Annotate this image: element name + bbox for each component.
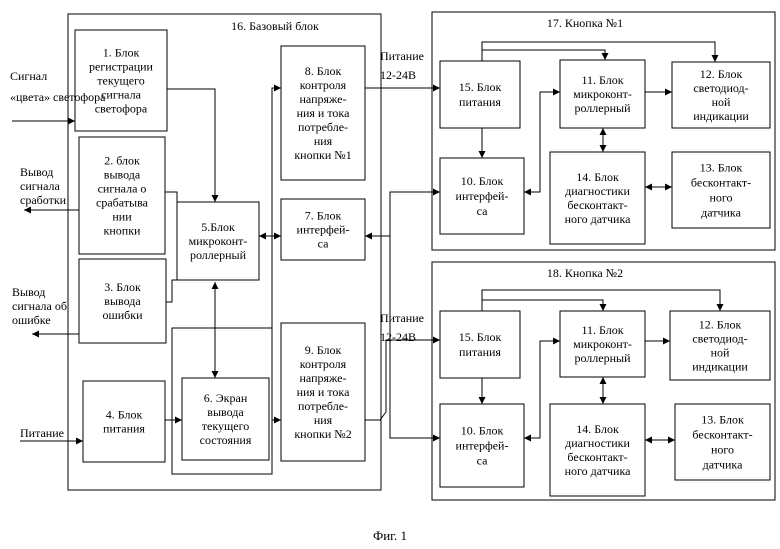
figure-caption: Фиг. 1	[373, 528, 407, 543]
k1-power-to-mcu-arrow	[482, 50, 605, 60]
k2-power-to-mcu-arrow	[482, 300, 603, 311]
block-k2-14-label: 14. Блокдиагностикибесконтакт-ного датчи…	[565, 422, 632, 478]
b1-to-b5-arrow	[167, 89, 215, 202]
signal-input-label: Сигнал«цвета» светофора	[10, 69, 106, 104]
b3-b5-link	[166, 280, 177, 302]
block-b6-label: 6. Экранвыводатекущегосостояния	[200, 391, 252, 447]
trigger-output-label: Выводсигналасработки	[20, 165, 67, 207]
error-output-label: Выводсигнала обошибке	[12, 285, 67, 327]
block-k1-15-label: 15. Блокпитания	[459, 80, 502, 109]
block-k1-12-label: 12. Блоксветодиод-нойиндикации	[693, 67, 749, 123]
block-k1-10-label: 10. Блокинтерфей-са	[456, 174, 509, 218]
k1-interface-mcu-arrow	[524, 92, 560, 192]
power-1-label: Питание12-24В	[380, 49, 424, 82]
block-b3-label: 3. Блоквыводаошибки	[102, 280, 143, 322]
block-k1-14-label: 14. Блокдиагностикибесконтакт-ного датчи…	[565, 170, 632, 226]
k2-interface-mcu-arrow	[524, 341, 560, 438]
block-k2-10-label: 10. Блокинтерфей-са	[456, 424, 509, 468]
b2-b5-link	[165, 192, 177, 202]
block-b7-label: 7. Блокинтерфей-са	[297, 209, 350, 251]
block-k2-11-label: 11. Блокмикроконт-роллерный	[573, 323, 632, 365]
button-2-title: 18. Кнопка №2	[547, 266, 623, 280]
block-b5-label: 5.Блокмикроконт-роллерный	[189, 220, 248, 262]
block-b2-label: 2. блоквыводасигнала осрабатываниикнопки	[96, 154, 149, 238]
block-b1-label: 1. Блокрегистрациитекущегосигналасветофо…	[89, 46, 154, 116]
block-k1-11-label: 11. Блокмикроконт-роллерный	[573, 73, 632, 115]
power-input-label: Питание	[20, 426, 64, 440]
button-1-title: 17. Кнопка №1	[547, 16, 623, 30]
block-b8-label: 8. Блокконтролянапряже-ния и токапотребл…	[294, 64, 351, 162]
k1-power-to-indication-arrow	[482, 42, 715, 62]
block-b4-label: 4. Блокпитания	[103, 408, 145, 436]
base-block-title: 16. Базовый блок	[231, 19, 319, 33]
block-k2-15-label: 15. Блокпитания	[459, 330, 502, 359]
b5-b8-arrow	[259, 88, 281, 236]
b9-to-k2-power-arrow	[365, 340, 440, 420]
block-k2-12-label: 12. Блоксветодиод-нойиндикации	[692, 318, 748, 374]
block-b9-label: 9. Блокконтролянапряже-ния и токапотребл…	[294, 343, 351, 441]
block-k1-13-label: 13. Блокбесконтакт-ногодатчика	[691, 161, 751, 220]
block-k2-13-label: 13. Блокбесконтакт-ногодатчика	[692, 413, 752, 472]
power-2-label: Питание12-24В	[380, 311, 424, 344]
b7-k1-interface-arrow	[365, 192, 440, 236]
b5-b9-arrow	[272, 236, 281, 420]
